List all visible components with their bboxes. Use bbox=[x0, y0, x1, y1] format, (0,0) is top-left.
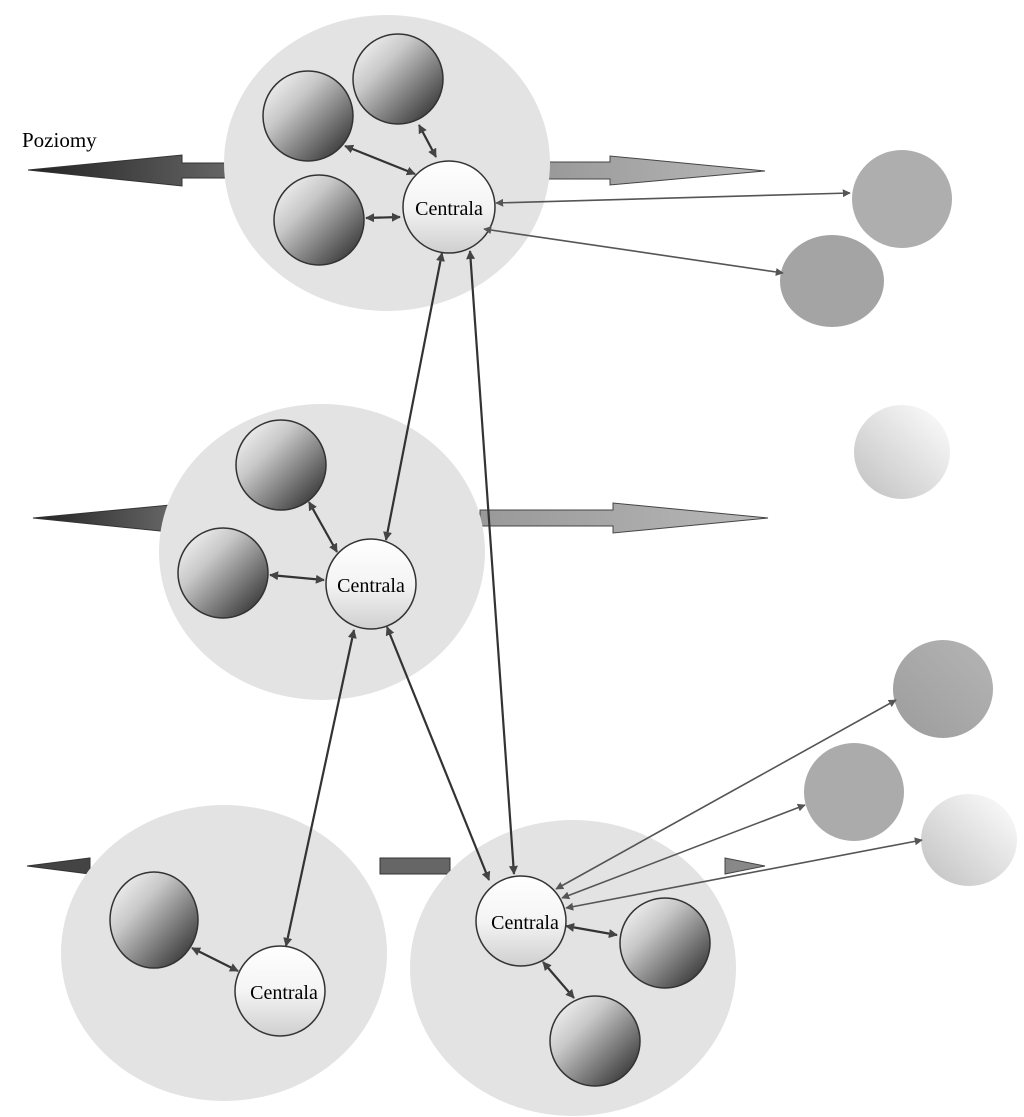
level-arrow-bottom-left bbox=[26, 857, 91, 875]
level-arrow-bottom-bar bbox=[379, 857, 451, 875]
connector-arrow bbox=[495, 189, 851, 207]
central-node-top: Centrala bbox=[402, 160, 496, 254]
level-arrow-top-left bbox=[27, 154, 231, 187]
local-node bbox=[235, 419, 327, 511]
connector-arrow bbox=[483, 226, 784, 276]
external-node-5 bbox=[804, 743, 904, 841]
local-node bbox=[109, 871, 199, 969]
connector-arrow bbox=[283, 629, 357, 947]
central-node-middle: Centrala bbox=[325, 538, 417, 630]
connector-arrow bbox=[383, 252, 445, 541]
external-node-3 bbox=[854, 405, 950, 499]
central-node-bottom-left: Centrala bbox=[234, 945, 326, 1037]
level-arrow-top-right bbox=[544, 155, 766, 186]
external-node-4 bbox=[893, 640, 993, 738]
connector-arrow bbox=[565, 837, 923, 911]
local-node bbox=[262, 70, 354, 162]
connector-arrow bbox=[269, 571, 325, 584]
connector-arrow bbox=[385, 626, 491, 881]
central-node-bottom-right-label: Centrala bbox=[491, 912, 559, 934]
external-node-1 bbox=[852, 150, 952, 248]
connector-arrow bbox=[565, 922, 618, 939]
level-arrow-top bbox=[27, 154, 766, 187]
connector-arrow bbox=[344, 144, 416, 176]
central-node-bottom-right: Centrala bbox=[475, 875, 567, 967]
connector-arrow bbox=[542, 961, 575, 999]
local-node bbox=[549, 995, 641, 1087]
connector-arrow bbox=[365, 212, 401, 223]
connections bbox=[191, 124, 923, 999]
connector-arrow bbox=[418, 124, 437, 158]
local-node bbox=[273, 174, 365, 266]
central-node-bottom-left-label: Centrala bbox=[250, 982, 318, 1004]
side-label: Poziomy bbox=[22, 128, 97, 152]
external-node-6 bbox=[921, 794, 1017, 886]
local-node bbox=[619, 897, 711, 989]
central-node-top-label: Centrala bbox=[415, 198, 483, 220]
level-arrow-middle-right bbox=[479, 502, 769, 534]
connector-arrow bbox=[308, 501, 338, 553]
local-node bbox=[177, 527, 269, 619]
connector-arrow bbox=[191, 947, 239, 972]
level-arrow-middle-left bbox=[32, 504, 171, 533]
external-node-2 bbox=[780, 235, 884, 327]
local-node bbox=[352, 33, 444, 125]
connector-arrow bbox=[466, 250, 518, 875]
cluster-bottom-left bbox=[61, 805, 387, 1101]
central-node-middle-label: Centrala bbox=[337, 575, 405, 597]
